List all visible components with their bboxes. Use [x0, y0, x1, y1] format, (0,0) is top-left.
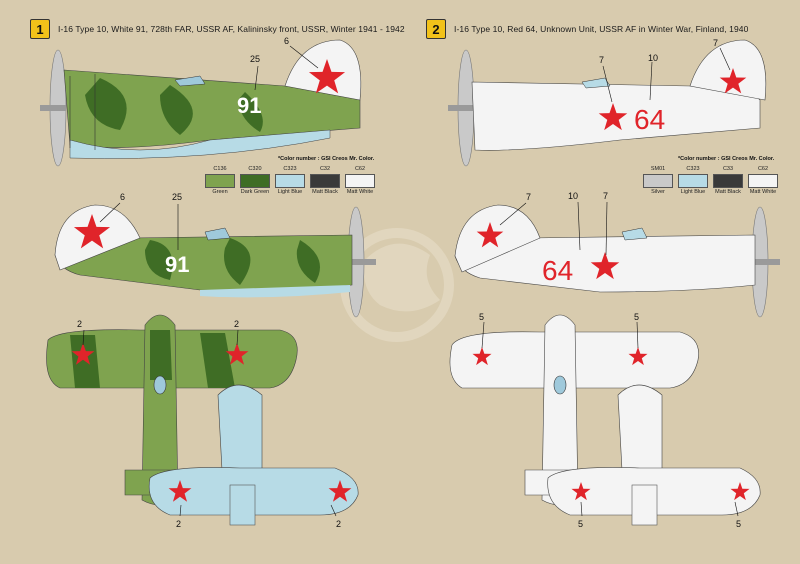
scheme-1-header: 1 I-16 Type 10, White 91, 728th FAR, USS… [30, 18, 405, 40]
callout-1g: 2 [176, 519, 181, 529]
swatch-box [240, 174, 270, 188]
callout-1e: 2 [77, 319, 82, 329]
scheme-1-side-view-right: 91 [54, 202, 376, 318]
scheme-1-bottom-view [148, 384, 359, 526]
swatch-box [310, 174, 340, 188]
scheme-2-side-view-right: 64 [454, 201, 780, 318]
callout-1h: 2 [336, 519, 341, 529]
scheme-1-color-note: *Color number : GSI Creos Mr. Color. [278, 156, 375, 162]
callout-1c: 6 [120, 192, 125, 202]
scheme-1-side-number-bottom: 91 [165, 252, 189, 277]
swatch-2-1: C323 Light Blue [678, 166, 708, 195]
scheme-2-side-number-bottom: 64 [542, 255, 573, 286]
swatch-box [748, 174, 778, 188]
callout-2i: 5 [578, 519, 583, 529]
scheme-2-side-view-left: 64 [448, 39, 767, 167]
callout-2g: 5 [479, 312, 484, 322]
scheme-1-badge: 1 [30, 19, 50, 39]
scheme-1-side-view-left: 91 [40, 39, 362, 167]
swatch-box [275, 174, 305, 188]
scheme-2-side-number-top: 64 [634, 104, 665, 135]
callout-1b: 6 [284, 36, 289, 46]
scheme-1-top-view [46, 314, 298, 506]
callout-2c: 7 [713, 38, 718, 48]
scheme-1-side-number-top: 91 [237, 93, 261, 118]
swatch-1-1: C320 Dark Green [240, 166, 270, 195]
callout-2a: 7 [599, 55, 604, 65]
callout-1f: 2 [234, 319, 239, 329]
scheme-2-bottom-view [547, 384, 761, 526]
swatch-box [205, 174, 235, 188]
swatch-box [643, 174, 673, 188]
callout-2f: 7 [603, 191, 608, 201]
swatch-box [345, 174, 375, 188]
callout-1d: 25 [172, 192, 182, 202]
swatch-1-2: C323 Light Blue [275, 166, 305, 195]
callout-2e: 10 [568, 191, 578, 201]
swatch-1-0: C136 Green [205, 166, 235, 195]
swatch-box [678, 174, 708, 188]
swatch-1-4: C62 Matt White [345, 166, 375, 195]
swatch-2-3: C62 Matt White [748, 166, 778, 195]
scheme-2-badge: 2 [426, 19, 446, 39]
callout-2d: 7 [526, 192, 531, 202]
scheme-2-color-note: *Color number : GSI Creos Mr. Color. [678, 156, 775, 162]
scheme-1-title: I-16 Type 10, White 91, 728th FAR, USSR … [58, 24, 405, 34]
callout-2h: 5 [634, 312, 639, 322]
scheme-2-title: I-16 Type 10, Red 64, Unknown Unit, USSR… [454, 24, 749, 34]
callout-1a: 25 [250, 54, 260, 64]
callout-2j: 5 [736, 519, 741, 529]
swatch-2-2: C33 Matt Black [713, 166, 743, 195]
swatch-1-3: C32 Matt Black [310, 166, 340, 195]
swatch-2-0: SM01 Silver [643, 166, 673, 195]
callout-2b: 10 [648, 53, 658, 63]
scheme-2-header: 2 I-16 Type 10, Red 64, Unknown Unit, US… [426, 18, 748, 40]
swatch-box [713, 174, 743, 188]
